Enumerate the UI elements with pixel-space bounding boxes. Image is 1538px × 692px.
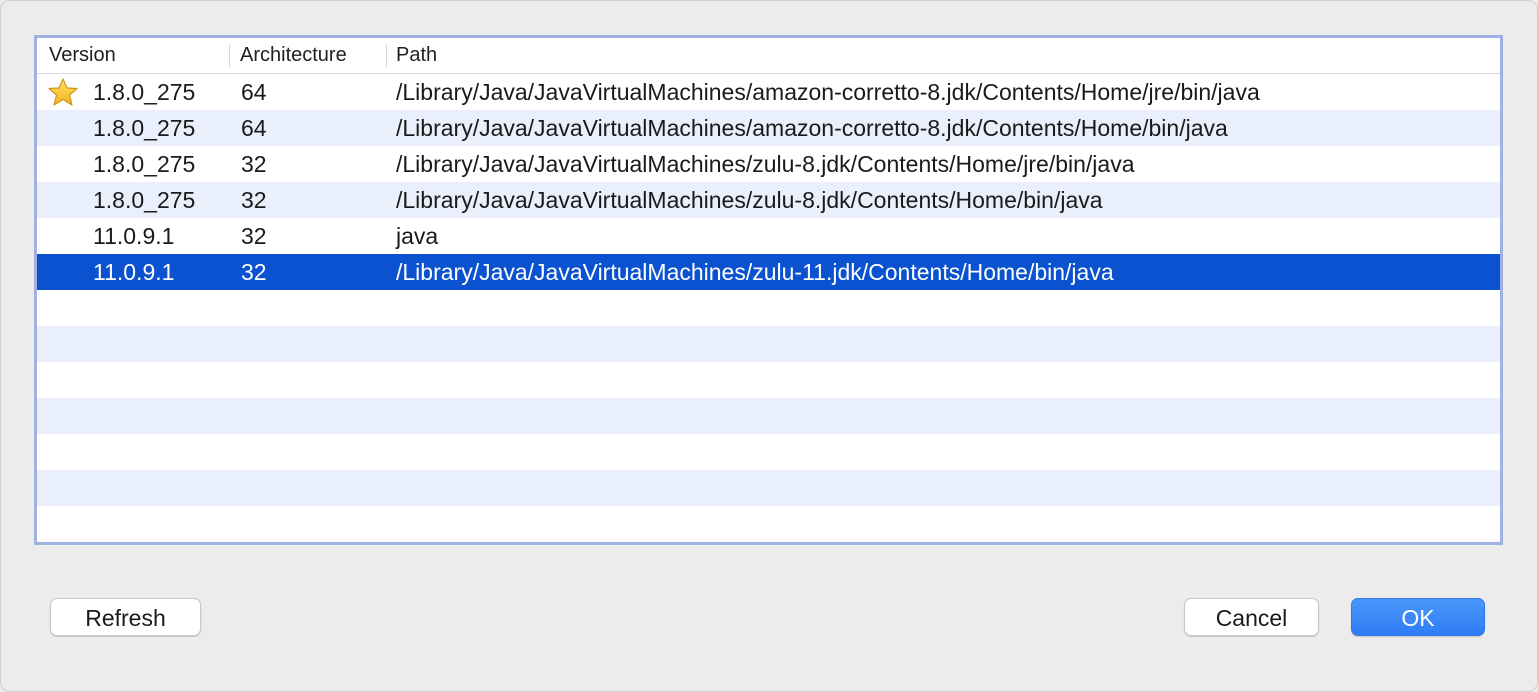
empty-row: [37, 470, 1500, 506]
column-header-architecture[interactable]: Architecture: [240, 44, 347, 66]
path-cell: /Library/Java/JavaVirtualMachines/amazon…: [396, 115, 1228, 141]
version-cell: 11.0.9.1: [93, 259, 175, 285]
table-body: 1.8.0_275 64 /Library/Java/JavaVirtualMa…: [37, 74, 1500, 542]
empty-row: [37, 434, 1500, 470]
empty-row: [37, 506, 1500, 542]
architecture-cell: 32: [241, 151, 267, 177]
column-separator[interactable]: [229, 44, 230, 67]
architecture-cell: 64: [241, 79, 267, 105]
architecture-cell: 32: [241, 223, 267, 249]
path-cell: /Library/Java/JavaVirtualMachines/zulu-8…: [396, 187, 1103, 213]
version-cell: 1.8.0_275: [93, 79, 196, 105]
java-runtime-table[interactable]: Version Architecture Path 1.8.0_275: [34, 35, 1503, 545]
path-cell: java: [396, 223, 439, 249]
column-header-version[interactable]: Version: [49, 44, 116, 66]
architecture-cell: 32: [241, 187, 267, 213]
architecture-cell: 32: [241, 259, 267, 285]
table-row[interactable]: 1.8.0_275 64 /Library/Java/JavaVirtualMa…: [37, 74, 1500, 110]
column-separator[interactable]: [386, 44, 387, 67]
version-cell: 1.8.0_275: [93, 115, 196, 141]
version-cell: 11.0.9.1: [93, 223, 175, 249]
empty-row: [37, 398, 1500, 434]
version-cell: 1.8.0_275: [93, 187, 196, 213]
table-row[interactable]: 1.8.0_275 32 /Library/Java/JavaVirtualMa…: [37, 146, 1500, 182]
cancel-button[interactable]: Cancel: [1184, 598, 1319, 636]
version-cell: 1.8.0_275: [93, 151, 196, 177]
column-header-path[interactable]: Path: [396, 44, 438, 66]
table-row-selected[interactable]: 11.0.9.1 32 /Library/Java/JavaVirtualMac…: [37, 254, 1500, 290]
table-row[interactable]: 11.0.9.1 32 java: [37, 218, 1500, 254]
path-cell: /Library/Java/JavaVirtualMachines/amazon…: [396, 79, 1260, 105]
ok-button[interactable]: OK: [1351, 598, 1485, 636]
empty-row: [37, 290, 1500, 326]
table-row[interactable]: 1.8.0_275 64 /Library/Java/JavaVirtualMa…: [37, 110, 1500, 146]
table-header: Version Architecture Path: [37, 38, 1500, 74]
path-cell: /Library/Java/JavaVirtualMachines/zulu-1…: [396, 259, 1114, 285]
architecture-cell: 64: [241, 115, 267, 141]
path-cell: /Library/Java/JavaVirtualMachines/zulu-8…: [396, 151, 1135, 177]
refresh-button[interactable]: Refresh: [50, 598, 201, 636]
table-row[interactable]: 1.8.0_275 32 /Library/Java/JavaVirtualMa…: [37, 182, 1500, 218]
empty-row: [37, 362, 1500, 398]
empty-row: [37, 326, 1500, 362]
star-icon: [48, 78, 78, 106]
